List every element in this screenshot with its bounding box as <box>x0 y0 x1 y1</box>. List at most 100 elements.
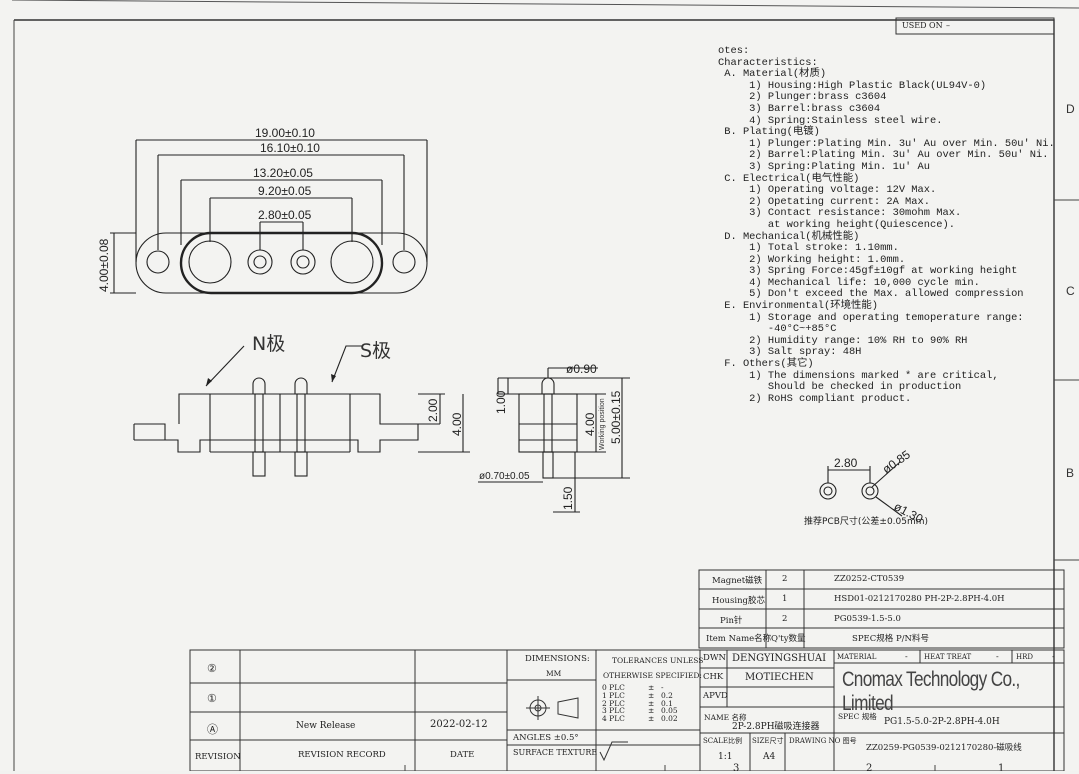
tolerance-val: 0.1 <box>661 698 673 708</box>
bom-qty-1: 1 <box>782 594 788 604</box>
heat-treat-label: HEAT TREAT <box>924 653 972 661</box>
revision-symbol-1: ① <box>207 692 217 705</box>
border-letter-c: C <box>1066 284 1075 298</box>
tolerance-plc: 2 PLC <box>602 698 625 708</box>
company-name: Cnomax Technology Co., Limited <box>842 668 1020 715</box>
border-letter-b: B <box>1066 466 1075 480</box>
name-value: 2P-2.8PH磁吸连接器 <box>732 722 820 732</box>
tolerance-val: 0.02 <box>661 714 678 724</box>
size-label: SIZE尺寸 <box>752 737 784 745</box>
tolerance-pm: ± <box>648 690 655 700</box>
notes-line: 1) Operating voltage: 12V Max. <box>718 184 937 197</box>
notes-line: A. Material(材质) <box>718 68 827 81</box>
tolerance-plc: 3 PLC <box>602 706 625 716</box>
size-value: A4 <box>763 752 776 762</box>
bom-spec-1: HSD01-0212170280 PH-2P-2.8PH-4.0H <box>834 594 1005 604</box>
tolerances-title1: TOLERANCES UNLESS <box>612 656 704 665</box>
bom-qty-0: 2 <box>782 574 788 584</box>
notes-line: 1) Total stroke: 1.10mm. <box>718 242 899 255</box>
tolerances-title2: OTHERWISE SPECIFIED: <box>603 671 702 680</box>
bom-header-spec: SPEC规格 P/N料号 <box>852 634 929 644</box>
tolerance-pm: ± <box>648 706 655 716</box>
material-dash: - <box>905 652 908 661</box>
surface-texture-label: SURFACE TEXTURE <box>513 748 598 757</box>
notes-line: 1) The dimensions marked * are critical, <box>718 369 999 382</box>
n-pole-label: N极 <box>252 333 285 355</box>
revision-a-record: New Release <box>296 721 356 731</box>
tolerance-val: - <box>661 683 664 692</box>
notes-line: -40°C~+85°C <box>718 323 837 336</box>
tolerance-plc: 4 PLC <box>602 714 625 724</box>
notes-line: Characteristics: <box>718 56 818 69</box>
bom-table <box>698 569 1065 649</box>
notes-line: 2) Plunger:brass c3604 <box>718 91 887 104</box>
hrd-dash: - <box>1052 652 1055 661</box>
notes-line: 3) Salt spray: 48H <box>718 346 862 359</box>
notes-line: E. Environmental(环境性能) <box>718 300 879 313</box>
notes-line: D. Mechanical(机械性能) <box>718 230 860 243</box>
tolerance-pm: ± <box>648 714 655 724</box>
tolerance-pm: ± <box>648 683 655 692</box>
dim-13: 13.20±0.05 <box>253 166 313 180</box>
tolerance-pm-col: ± ± ± ± ± <box>648 684 654 723</box>
notes-line: 2) RoHS compliant product. <box>718 392 912 405</box>
dwn-label: DWN <box>703 653 726 663</box>
revision-symbol-a: Ⓐ <box>207 723 218 736</box>
dwn-name: DENGYINGSHUAI <box>732 653 827 664</box>
bom-name-1: Housing胶芯 <box>712 596 766 606</box>
border-letter-d: D <box>1066 102 1075 116</box>
dim-19: 19.00±0.10 <box>255 126 315 140</box>
revision-symbol-2: ② <box>207 662 217 675</box>
notes-line: 3) Barrel:brass c3604 <box>718 102 881 115</box>
notes-line: 2) Barrel:Plating Min. 3u' Au over Min. … <box>718 149 1049 162</box>
tolerance-plc: 1 PLC <box>602 690 625 700</box>
date-label: DATE <box>450 750 475 760</box>
side-dim-1: 1.00 <box>494 390 508 414</box>
chk-label: CHK <box>703 672 724 682</box>
dim-16: 16.10±0.10 <box>260 141 320 155</box>
revision-a-date: 2022-02-12 <box>430 719 488 730</box>
side-dim-09: ø0.90 <box>566 362 597 376</box>
pad-pitch: 2.80 <box>834 456 858 470</box>
drawing-no-value: ZZ0259-PG0539-0212170280-磁吸线 <box>866 743 1022 753</box>
front-dim-4: 4.00 <box>450 412 464 436</box>
used-on-label: USED ON <box>902 21 943 30</box>
tolerance-val: 0.2 <box>661 690 673 700</box>
notes-line: 1) Storage and operating temoperature ra… <box>718 311 1024 324</box>
title-block <box>189 649 1065 771</box>
notes-line: 3) Spring Force:45gf±10gf at working hei… <box>718 265 1018 278</box>
notes-line: C. Electrical(电气性能) <box>718 172 860 185</box>
tolerance-val-col: - 0.2 0.1 0.05 0.02 <box>661 684 678 723</box>
zone-mark-1: 1 <box>998 763 1005 774</box>
working-position-label: Working position <box>599 398 606 450</box>
notes-line: 3) Contact resistance: 30mohm Max. <box>718 207 962 220</box>
tolerance-plc: 0 PLC <box>602 683 625 692</box>
front-view <box>133 345 470 477</box>
side-dim-5: 5.00±0.15 <box>609 390 623 444</box>
dimensions-unit: MM <box>546 669 562 678</box>
notes-line: 5) Don't exceed the Max. allowed compres… <box>718 288 1024 301</box>
bom-spec-2: PG0539-1.5-5.0 <box>834 614 901 624</box>
angles-label: ANGLES ±0.5° <box>513 733 579 743</box>
notes-line: otes: <box>718 45 750 57</box>
tolerance-val: 0.05 <box>661 706 678 716</box>
notes-line: 1) Plunger:Plating Min. 3u' Au over Min.… <box>718 137 1055 150</box>
tolerance-plc-col: 0 PLC 1 PLC 2 PLC 3 PLC 4 PLC <box>602 684 625 723</box>
side-dim-1-5: 1.50 <box>561 486 575 510</box>
notes-line: at working height(Quiescence). <box>718 218 955 231</box>
notes-line: 4) Mechanical life: 10,000 cycle min. <box>718 276 980 289</box>
notes-line: F. Others(其它) <box>718 358 814 371</box>
bom-header-qty: Q'ty数量 <box>771 634 806 644</box>
dim-2-8: 2.80±0.05 <box>258 208 312 222</box>
bom-header-name: Item Name名称 <box>706 634 772 644</box>
notes-line: 1) Housing:High Plastic Black(UL94V-0) <box>718 79 987 92</box>
pad-note: 推荐PCB尺寸(公差±0.05mm) <box>804 515 928 527</box>
scale-value: 1:1 <box>718 752 733 762</box>
used-on-dash: – <box>946 21 950 30</box>
bom-name-0: Magnet磁铁 <box>712 576 763 586</box>
side-view <box>478 367 630 513</box>
hrd-label: HRD <box>1016 653 1033 661</box>
s-pole-label: S极 <box>360 340 391 362</box>
